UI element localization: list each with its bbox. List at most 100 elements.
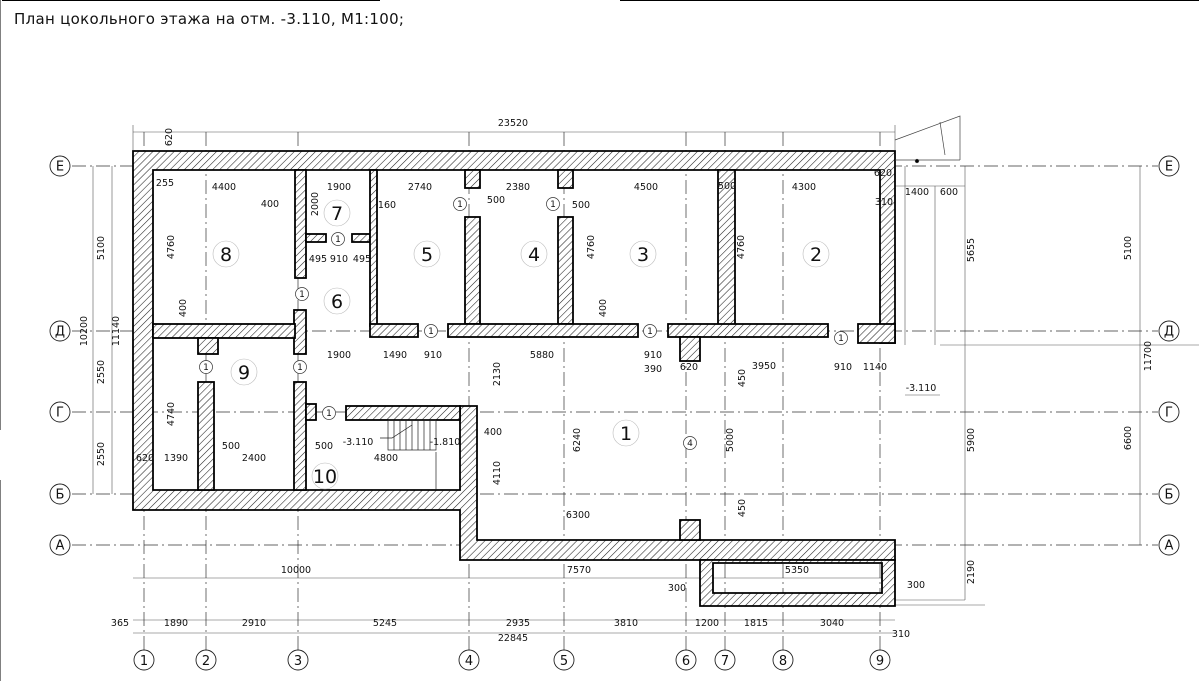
- dimension-label: 400: [178, 299, 189, 317]
- svg-text:3: 3: [637, 244, 649, 266]
- svg-text:5: 5: [421, 244, 433, 266]
- grid-axis-bubble: Г: [49, 401, 71, 423]
- room-number: 9: [230, 358, 258, 386]
- wall-segment: [197, 381, 215, 491]
- dimension-label: 910: [644, 350, 662, 361]
- opening-marker: 1: [424, 324, 438, 338]
- grid-axis-bubble: 8: [772, 649, 794, 671]
- dimension-label: 3810: [614, 618, 638, 629]
- opening-marker: 1: [546, 197, 560, 211]
- svg-text:1: 1: [620, 423, 632, 445]
- dimension-label: 500: [315, 441, 333, 452]
- dimension-label: 600: [940, 187, 958, 198]
- grid-axis-bubble: 4: [458, 649, 480, 671]
- room-number: 7: [323, 199, 351, 227]
- dimension-label: 910: [330, 254, 348, 265]
- room-number: 10: [311, 462, 339, 490]
- dimension-label: 4500: [634, 182, 658, 193]
- wall-segment: [679, 336, 701, 362]
- walls: [132, 150, 896, 607]
- dimension-label: 6240: [572, 428, 583, 452]
- dimension-label: 6300: [566, 510, 590, 521]
- dimension-label: 620: [164, 128, 175, 146]
- dimension-label: 2130: [492, 362, 503, 386]
- dimension-label: 4740: [166, 402, 177, 426]
- room-number: 2: [802, 240, 830, 268]
- svg-text:9: 9: [238, 362, 250, 384]
- svg-text:1: 1: [550, 200, 556, 210]
- dimension-label: 5900: [966, 428, 977, 452]
- svg-text:8: 8: [779, 654, 787, 669]
- svg-text:2: 2: [202, 654, 210, 669]
- dimension-label: 1200: [695, 618, 719, 629]
- grid-axis-bubble: Д: [1158, 320, 1180, 342]
- wall-segment: [557, 169, 574, 189]
- dimension-label: 310: [875, 197, 893, 208]
- wall-segment: [857, 323, 896, 344]
- dimension-label: 7570: [567, 565, 591, 576]
- svg-text:Б: Б: [56, 488, 65, 503]
- svg-text:6: 6: [331, 291, 343, 313]
- opening-marker: 1: [293, 360, 307, 374]
- svg-text:Е: Е: [56, 160, 64, 175]
- grid-axis-bubble: 9: [869, 649, 891, 671]
- grid-axis-bubble: 1: [133, 649, 155, 671]
- dimension-label: 2400: [242, 453, 266, 464]
- svg-text:1: 1: [326, 409, 332, 419]
- wall-segment: [369, 323, 419, 338]
- svg-text:Г: Г: [56, 406, 64, 421]
- dimension-label: 5100: [96, 236, 107, 260]
- wall-segment: [464, 216, 481, 325]
- drawing-title: План цокольного этажа на отм. -3.110, М1…: [14, 10, 405, 28]
- dimension-label: 11700: [1143, 341, 1154, 371]
- dimension-label: 1400: [905, 187, 929, 198]
- opening-marker: 1: [295, 287, 309, 301]
- dimension-label: 10200: [79, 316, 90, 346]
- wall-segment: [699, 559, 896, 607]
- dimension-label: 2000: [310, 192, 321, 216]
- svg-text:4: 4: [687, 439, 693, 449]
- wall-segment: [197, 337, 219, 355]
- svg-text:1: 1: [299, 290, 305, 300]
- wall-segment: [369, 169, 378, 327]
- svg-text:1: 1: [140, 654, 148, 669]
- dimension-label: 2190: [966, 560, 977, 584]
- wall-segment: [305, 403, 317, 421]
- dimension-label: 495: [353, 254, 371, 265]
- dimension-label: 2380: [506, 182, 530, 193]
- wall-segment: [305, 233, 327, 243]
- wall-segment: [667, 323, 829, 338]
- dimension-label: 1390: [164, 453, 188, 464]
- svg-text:10: 10: [313, 466, 337, 488]
- svg-text:2: 2: [810, 244, 822, 266]
- room-number: 8: [212, 240, 240, 268]
- wall-segment: [345, 405, 461, 421]
- dimension-label: 1490: [383, 350, 407, 361]
- svg-text:1: 1: [203, 363, 209, 373]
- svg-text:1: 1: [647, 327, 653, 337]
- opening-marker: 1: [322, 406, 336, 420]
- svg-text:7: 7: [331, 203, 343, 225]
- dimension-label: 255: [156, 178, 174, 189]
- dimension-label: 620: [874, 168, 892, 179]
- room-number: 6: [323, 287, 351, 315]
- wall-segment: [557, 216, 574, 325]
- room-number: 5: [413, 240, 441, 268]
- dimension-label: 4110: [492, 461, 503, 485]
- grid-axis-bubble: 3: [287, 649, 309, 671]
- dimension-label: 1900: [327, 182, 351, 193]
- dimension-label: 10000: [281, 565, 311, 576]
- dimension-label: 5880: [530, 350, 554, 361]
- grid-axis-bubble: 5: [553, 649, 575, 671]
- dimension-label: 22845: [498, 633, 528, 644]
- dimension-label: 4760: [166, 235, 177, 259]
- wall-segment: [717, 169, 736, 328]
- svg-text:А: А: [1165, 539, 1174, 554]
- dimension-label: -1.810: [430, 437, 461, 448]
- dimension-label: 11140: [111, 316, 122, 346]
- dimension-label: 23520: [498, 118, 528, 129]
- dimension-label: 500: [718, 181, 736, 192]
